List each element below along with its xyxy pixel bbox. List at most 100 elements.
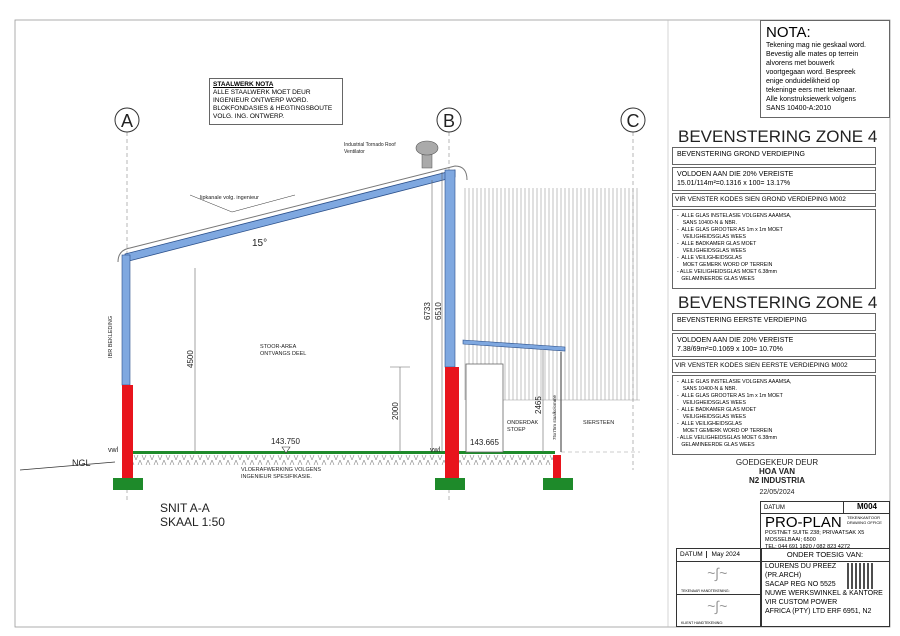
zone-note-line: - ALLE GLAS INSTELASIE VOLGENS AAAMSA, xyxy=(677,213,792,219)
zone-note-line: - ALLE GLAS INSTELASIE VOLGENS AAAMSA, xyxy=(677,379,792,385)
zone-ref: VIR VENSTER KODES SIEN GROND VERDIEPING … xyxy=(672,193,876,207)
stoep-slab xyxy=(459,451,555,454)
drawing-text: INGENIEUR SPESIFIKASIE. xyxy=(241,474,312,480)
footing-a xyxy=(113,478,143,490)
note-line: BLOKFONDASIES & HEGTINGSBOUTE xyxy=(213,105,333,112)
zone-note-line: - ALLE BADKAMER GLAS MOET xyxy=(677,407,757,413)
grid-bubble-a: A xyxy=(114,107,140,133)
nota-line: voortgegaan word. Bespreek xyxy=(766,69,856,76)
dim-2000: 2000 xyxy=(391,402,400,420)
stoep-label: ONDERDAK xyxy=(507,420,539,426)
date-value: May 2024 xyxy=(711,551,740,558)
drawing-text: B xyxy=(443,111,455,131)
note-line: VOLG. ING. ONTWERP. xyxy=(213,113,285,120)
steel-note-title: STAALWERK NOTA xyxy=(213,81,274,88)
roof-angle-label: 15° xyxy=(252,238,267,249)
zone-note-line: - ALLE VEILIGHEIDSGLAS xyxy=(677,255,742,261)
roof-ventilator-icon xyxy=(415,140,439,169)
column-a-steel xyxy=(121,254,131,386)
lipchannel-label: lipkanale volg. ingenieur xyxy=(200,195,259,201)
nota-box: NOTA: Tekening mag nie geskaal word.Beve… xyxy=(760,20,890,118)
column-a-plinth xyxy=(122,385,133,478)
approval-line: GOEDGEKEUR DEUR xyxy=(735,458,819,467)
address-line: MOSSELBAAI; 6500 xyxy=(765,537,816,543)
zone-note-line: MOET GEMERK WORD OP TERREIN xyxy=(677,262,773,268)
approval-date: 22/05/2024 xyxy=(759,489,795,496)
column-b-steel xyxy=(444,169,456,368)
sheet-number: M004 xyxy=(843,502,890,513)
zone-note-line: - ALLE VEILIGHEIDSGLAS MOET 6.38mm xyxy=(677,435,777,441)
zone-note-line: VEILIGHEIDSGLAS WEES xyxy=(677,400,746,406)
zone-ref: VIR VENSTER KODES SIEN EERSTE VERDIEPING… xyxy=(672,359,876,373)
project-line: AFRICA (PTY) LTD ERF 6951, N2 xyxy=(765,608,872,615)
door xyxy=(465,363,504,453)
datum-label: DATUM xyxy=(764,505,785,511)
dim-4500: 4500 xyxy=(186,350,195,368)
firm-name: PRO-PLAN xyxy=(765,514,842,531)
scale-label: SKAAL 1:50 xyxy=(160,515,225,529)
note-line: INGENIEUR ONTWERP WORD. xyxy=(213,97,309,104)
vwl-label: vwl xyxy=(430,447,441,454)
floor-note: VLOERAFWERKING VOLGENS xyxy=(241,467,321,473)
architect-line: LOURENS DU PREEZ xyxy=(765,563,837,570)
footing-b xyxy=(435,478,465,490)
approval-stamp: GOEDGEKEUR DEUR HOA VAN N2 INDUSTRIA 22/… xyxy=(672,458,882,496)
zone-note-line: MOET GEMERK WORD OP TERREIN xyxy=(677,428,773,434)
ngl-label: NGL xyxy=(72,458,91,468)
steel-note: STAALWERK NOTA ALLE STAALWERK MOET DEUR … xyxy=(209,78,343,125)
drafter-signature-label: TEKENAAR HANDTEKENING: xyxy=(681,589,730,593)
signature-block: DATUM May 2024 ONDER TOESIG VAN: ~∫~ TEK… xyxy=(676,548,890,627)
zone-note-line: SANS 10400-N & NBR. xyxy=(677,386,737,392)
zone-note-line: - ALLE VEILIGHEIDSGLAS MOET 6.38mm xyxy=(677,269,777,275)
zone-note-line: - ALLE VEILIGHEIDSGLAS xyxy=(677,421,742,427)
client-signature: ~∫~ xyxy=(707,598,728,614)
level-main: 143.750 xyxy=(271,437,300,446)
approval-line: N2 INDUSTRIA xyxy=(748,476,805,485)
zone-notes: - ALLE GLAS INSTELASIE VOLGENS AAAMSA, S… xyxy=(672,375,876,455)
cladding-label: IBR BEKLEDING xyxy=(108,316,114,358)
column-b-plinth xyxy=(445,367,459,478)
zone-calc: 7.38/69m²=0.1069 x 100= 10.70% xyxy=(677,346,783,353)
nota-line: alvorens met bouwerk xyxy=(766,60,835,67)
drawing-text: A xyxy=(121,111,133,131)
siersteen-label: SIERSTEEN xyxy=(583,420,614,426)
project-line: VIR CUSTOM POWER xyxy=(765,599,838,606)
dim-2465: 2465 xyxy=(534,396,543,414)
approval-line: HOA VAN xyxy=(759,467,795,476)
drawing-text: ONTVANGS DEEL xyxy=(260,351,306,357)
dim-6733: 6733 xyxy=(423,302,432,320)
zone-note-line: - ALLE GLAS GROOTER AS 1m x 1m MOET xyxy=(677,227,783,233)
grid-bubble-c: C xyxy=(620,107,646,133)
zone-note-line: SANS 10400-N & NBR. xyxy=(677,220,737,226)
zone-note-line: GELAMINEERDE GLAS WEES xyxy=(677,442,755,448)
zone-title: BEVENSTERING ZONE 4 xyxy=(678,127,878,146)
level-stoep: 143.665 xyxy=(470,438,499,447)
zone-note-line: VEILIGHEIDSGLAS WEES xyxy=(677,248,746,254)
architect-line: (PR.ARCH) xyxy=(765,572,802,579)
supervision-label: ONDER TOESIG VAN: xyxy=(761,549,889,562)
zone-note-line: VEILIGHEIDSGLAS WEES xyxy=(677,234,746,240)
zone-req: VOLDOEN AAN DIE 20% VEREISTE xyxy=(677,337,794,344)
date-label: DATUM xyxy=(677,551,707,558)
zone-note-line: GELAMINEERDE GLAS WEES xyxy=(677,276,755,282)
nota-line: Tekening mag nie geskaal word. xyxy=(766,42,867,49)
firm-sub: TEKENKANTOOR xyxy=(847,515,881,520)
zone-note-line: VEILIGHEIDSGLAS WEES xyxy=(677,414,746,420)
zone-floor: BEVENSTERING GROND VERDIEPING xyxy=(672,147,876,165)
zone-calc: 15.01/114m²=0.1316 x 100= 13.17% xyxy=(677,180,791,187)
section-title: SNIT A-A xyxy=(160,501,210,515)
drawing-text: Ventilator xyxy=(344,149,365,155)
nota-line: SANS 10400-A:2010 xyxy=(766,105,831,112)
zone-floor: BEVENSTERING EERSTE VERDIEPING xyxy=(672,313,876,331)
roof-rafter xyxy=(124,169,456,263)
vwl-label: vwl xyxy=(108,447,119,454)
floor-slab xyxy=(133,451,445,454)
drawing-text: STOEP xyxy=(507,427,526,433)
canopy-beam xyxy=(462,339,566,352)
dim-6510: 6510 xyxy=(434,302,443,320)
client-signature-label: KLIENT HANDTEKENING: xyxy=(681,621,723,625)
ventilator-label: Industrial Tornado Roof xyxy=(344,142,396,148)
zone-notes: - ALLE GLAS INSTELASIE VOLGENS AAAMSA, S… xyxy=(672,209,876,289)
